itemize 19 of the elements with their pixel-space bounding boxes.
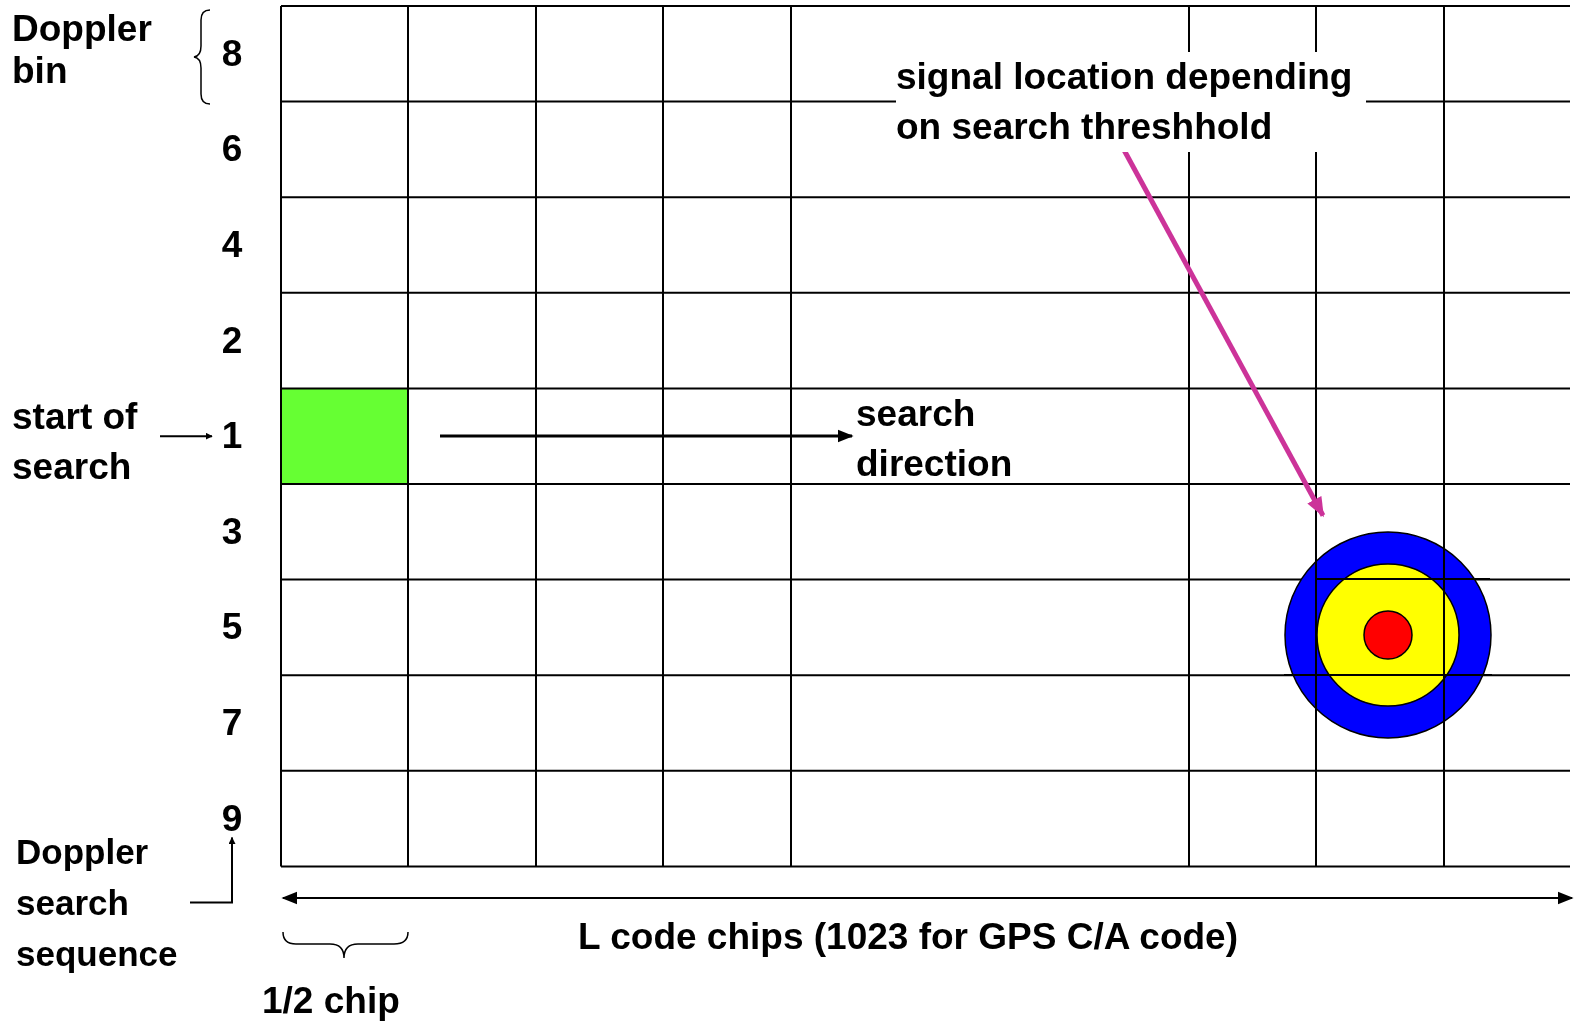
sequence-label: Doppler search sequence	[16, 826, 188, 979]
arrow	[159, 432, 213, 440]
row-number: 8	[220, 31, 244, 76]
row-number: 4	[220, 223, 244, 267]
arrow	[189, 836, 236, 904]
row-number: 1	[216, 411, 248, 462]
row-number: 6	[220, 127, 244, 172]
callout-text: signal location depending on search threshhold	[896, 52, 1366, 152]
row-number: 5	[220, 605, 244, 650]
axis-label: L code chips (1023 for GPS C/A code)	[578, 915, 1239, 959]
row-number: 7	[220, 701, 244, 745]
row-number: 2	[220, 318, 244, 363]
target-drawing	[1284, 531, 1492, 739]
dimension-label: 1/2 chip	[262, 979, 401, 1023]
axis-title: Doppler bin	[12, 8, 182, 92]
direction-label: search direction	[856, 392, 1014, 486]
row-number: 9	[216, 799, 248, 838]
row-number: 3	[220, 509, 244, 554]
start-label: start of search	[12, 392, 158, 492]
